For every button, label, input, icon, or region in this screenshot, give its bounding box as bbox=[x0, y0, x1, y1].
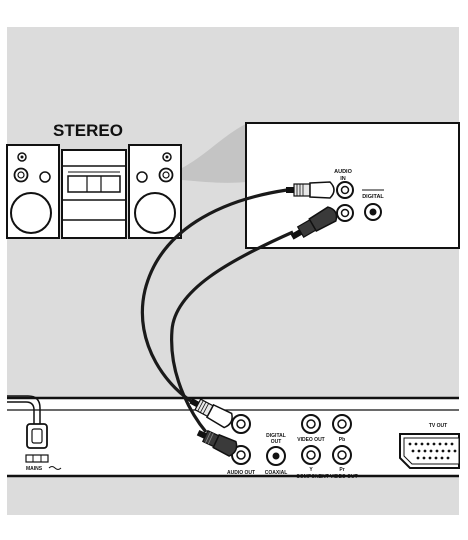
audio-out-left-jack bbox=[231, 414, 251, 434]
audio-out-right-jack bbox=[231, 445, 251, 465]
right-speaker bbox=[128, 144, 182, 239]
pb-jack bbox=[332, 414, 352, 434]
audio-in-label-line1: AUDIO bbox=[334, 169, 352, 175]
pr-label: Pr bbox=[339, 467, 344, 473]
stereo-back-panel: AUDIO IN DIGITAL bbox=[245, 122, 460, 249]
scart-connector bbox=[399, 433, 460, 469]
pr-jack bbox=[332, 445, 352, 465]
y-label: Y bbox=[309, 467, 313, 473]
audio-in-label-line2: IN bbox=[340, 176, 346, 182]
digital-out-label-line1: DIGITAL bbox=[266, 433, 286, 439]
audio-cable-white bbox=[140, 188, 288, 406]
video-out-jack bbox=[301, 414, 321, 434]
audio-cable-red bbox=[170, 230, 294, 434]
white-plug-player bbox=[189, 398, 233, 429]
zoom-wedge bbox=[182, 124, 246, 183]
coaxial-jack bbox=[266, 446, 286, 466]
stereo-title: STEREO bbox=[53, 121, 123, 140]
digital-out-label-line2: OUT bbox=[271, 439, 282, 445]
player-back-panel: MAINS AUDIO OUT DIGITAL OUT COAXIAL VIDE… bbox=[7, 395, 460, 480]
red-plug-stereo bbox=[290, 206, 338, 240]
left-speaker bbox=[6, 144, 60, 239]
y-jack bbox=[301, 445, 321, 465]
stereo-system: STEREO bbox=[6, 121, 182, 239]
audio-in-right-jack bbox=[336, 204, 354, 222]
audio-in-left-jack bbox=[336, 181, 354, 199]
audio-out-label: AUDIO OUT bbox=[227, 470, 255, 476]
pb-label: Pb bbox=[339, 437, 345, 443]
digital-in-label: DIGITAL bbox=[362, 194, 384, 200]
mains-socket: MAINS bbox=[7, 395, 62, 472]
tv-out-label: TV OUT bbox=[429, 423, 447, 429]
mains-label: MAINS bbox=[26, 466, 43, 472]
digital-in-jack bbox=[364, 203, 382, 221]
video-out-label: VIDEO OUT bbox=[297, 437, 325, 443]
red-plug-player bbox=[196, 429, 238, 457]
stereo-center-unit bbox=[61, 149, 127, 239]
component-video-out-label: COMPONENT VIDEO OUT bbox=[296, 474, 357, 480]
coaxial-label: COAXIAL bbox=[265, 470, 288, 476]
white-plug-stereo bbox=[286, 181, 335, 199]
